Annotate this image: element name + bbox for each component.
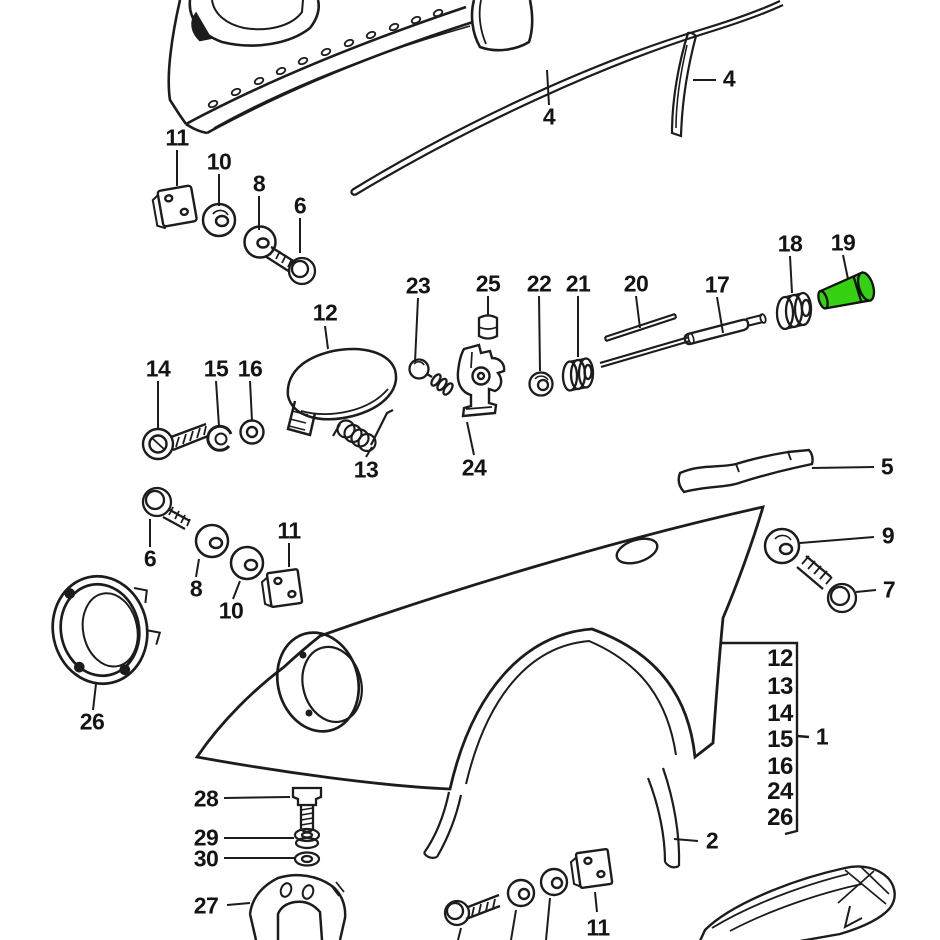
part-label-21[interactable]: 21: [565, 270, 591, 297]
washer-9: [763, 527, 801, 565]
part-label-16[interactable]: 16: [237, 355, 263, 382]
grommet-18: [775, 291, 813, 331]
part-label-list-12[interactable]: 12: [767, 645, 793, 672]
clip-11-bottom: [569, 847, 614, 889]
headlight-opening: [275, 631, 361, 733]
headlight-bucket-26: [51, 574, 162, 686]
part-label-list-26[interactable]: 26: [767, 804, 793, 831]
bolt-14: [141, 422, 209, 461]
clip-11-mid: [260, 568, 304, 609]
part-label-list-14[interactable]: 14: [767, 700, 793, 727]
cowl-panel: [167, 0, 474, 135]
part-label-26[interactable]: 26: [79, 708, 105, 735]
part-label-7[interactable]: 7: [882, 576, 896, 603]
part-label-22[interactable]: 22: [526, 270, 552, 297]
part-label-11-top[interactable]: 11: [165, 124, 189, 151]
fender-oval-hole: [615, 537, 659, 565]
spring-13: [332, 409, 394, 453]
cover-12: [286, 347, 398, 437]
grommet-21: [561, 357, 595, 392]
part-label-list-16[interactable]: 16: [767, 753, 793, 780]
trim-strip-short: [670, 31, 698, 138]
part-label-20[interactable]: 20: [623, 270, 649, 297]
bracket-5: [677, 448, 814, 494]
bracket-27: [248, 874, 347, 940]
part-19-highlighted[interactable]: [815, 271, 877, 315]
part-label-8-top[interactable]: 8: [252, 170, 266, 197]
washer-16: [239, 419, 265, 445]
grommet-22: [528, 371, 554, 397]
part-label-6-top[interactable]: 6: [293, 192, 307, 219]
part-label-11-bottom[interactable]: 11: [586, 914, 610, 940]
trim-strip-long: [350, 0, 784, 197]
washer-8-mid: [194, 523, 230, 559]
part-label-14[interactable]: 14: [145, 355, 171, 382]
part-label-27[interactable]: 27: [193, 892, 219, 919]
part-label-8-mid[interactable]: 8: [189, 575, 203, 602]
part-label-19[interactable]: 19: [830, 229, 856, 256]
part-label-list-24[interactable]: 24: [767, 778, 793, 805]
part-label-4-short-strip[interactable]: 4: [722, 65, 736, 92]
washer-10-mid: [229, 545, 265, 581]
part-label-list-15[interactable]: 15: [767, 726, 793, 753]
part-label-4-long-strip[interactable]: 4: [542, 103, 556, 130]
part-label-1[interactable]: 1: [815, 723, 829, 750]
part-label-9[interactable]: 9: [881, 522, 895, 549]
part-label-28[interactable]: 28: [193, 785, 219, 812]
bushing-25: [477, 314, 499, 340]
part-label-25[interactable]: 25: [475, 270, 501, 297]
rod-20: [603, 313, 678, 342]
part-label-13[interactable]: 13: [353, 456, 379, 483]
part-label-list-13[interactable]: 13: [767, 673, 793, 700]
part-label-2[interactable]: 2: [705, 827, 719, 854]
bolt-6-mid: [141, 486, 191, 531]
bolt-7: [796, 555, 858, 614]
part-label-30[interactable]: 30: [193, 845, 219, 872]
part-label-6-mid[interactable]: 6: [143, 545, 157, 572]
part-label-15[interactable]: 15: [203, 355, 229, 382]
part-label-5[interactable]: 5: [880, 453, 894, 480]
part-label-10-top[interactable]: 10: [206, 148, 232, 175]
washer-10-top: [201, 202, 237, 238]
part-label-12[interactable]: 12: [312, 299, 338, 326]
part-label-29[interactable]: 29: [193, 824, 219, 851]
washer-30: [293, 851, 321, 867]
clip-11-top: [151, 184, 198, 230]
bracket-24: [456, 343, 506, 418]
pillar-panel: [470, 0, 534, 52]
screw-23: [408, 358, 454, 396]
part-label-18[interactable]: 18: [777, 230, 803, 257]
rocker-panel: [699, 865, 896, 940]
adjuster-rod-17: [599, 313, 767, 369]
nut-29: [293, 827, 321, 850]
arch-liner-2: [423, 767, 681, 869]
bolt-6-top: [264, 246, 317, 286]
fender-1: [194, 505, 766, 791]
lock-washer-15: [206, 424, 233, 452]
bolt-28: [291, 786, 323, 834]
washer-bottom-1: [506, 878, 536, 908]
part-label-24[interactable]: 24: [461, 454, 487, 481]
part-label-10-mid[interactable]: 10: [218, 597, 244, 624]
part-label-17[interactable]: 17: [704, 271, 730, 298]
cowl-slot-holes: [207, 8, 444, 109]
washer-8-top: [243, 225, 277, 259]
bolt-bottom: [443, 893, 501, 927]
washer-bottom-2: [539, 867, 569, 897]
part-label-11-mid[interactable]: 11: [277, 517, 301, 544]
part-label-23[interactable]: 23: [405, 272, 431, 299]
leader-lines: [92, 69, 877, 940]
